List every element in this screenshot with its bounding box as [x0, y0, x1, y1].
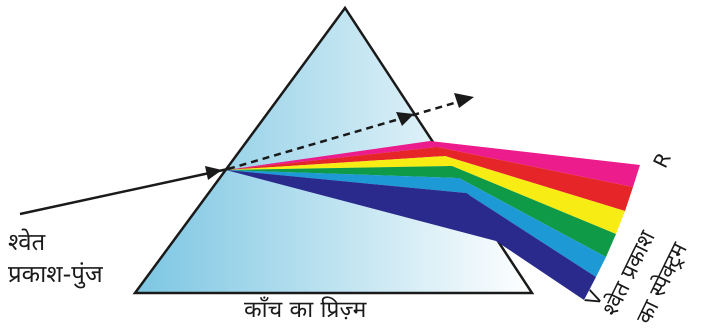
white-light-label-line2: प्रकाश-पुंज	[8, 262, 103, 286]
prism-label: काँच का प्रिज़्म	[244, 299, 366, 322]
white-light-label-line1: श्वेत	[8, 230, 45, 254]
dashed-ray-end-arrow-icon	[454, 93, 474, 108]
